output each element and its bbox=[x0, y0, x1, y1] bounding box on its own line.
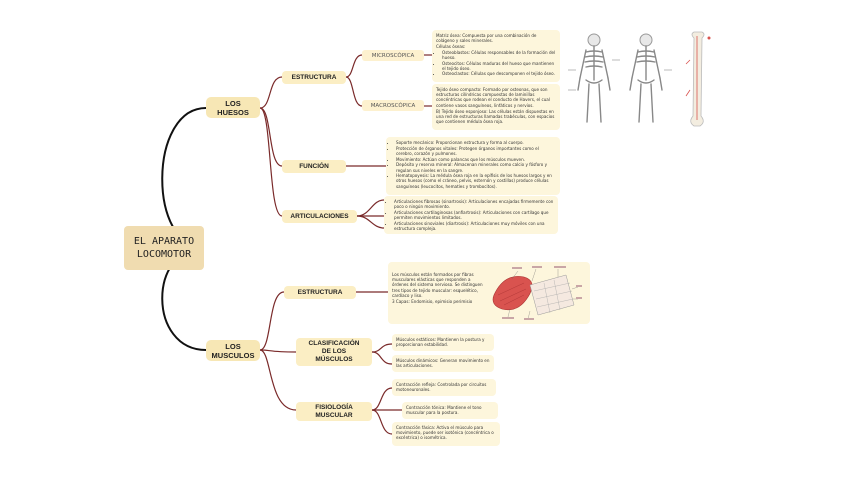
clasificacion-item: Músculos dinámicos: Generan movimiento e… bbox=[396, 358, 490, 369]
funcion-box: Soporte mecánico: Proporcionan estructur… bbox=[386, 137, 560, 195]
fisiologia-item: Contracción fásica: Activa el músculo pa… bbox=[396, 425, 494, 441]
clasificacion-item-box: Músculos dinámicos: Generan movimiento e… bbox=[392, 355, 494, 372]
musculos-estructura-box: Los músculos están formados por fibras m… bbox=[388, 262, 590, 324]
microscopica-cells-title: Células óseas: bbox=[436, 44, 466, 50]
microscopica-box: Matriz ósea: Compuesta por una combinaci… bbox=[432, 30, 560, 82]
node-huesos-articulaciones: ARTICULACIONES bbox=[282, 210, 357, 223]
node-huesos-estructura: ESTRUCTURA bbox=[282, 71, 346, 84]
node-huesos-funcion: FUNCIÓN bbox=[282, 160, 346, 173]
list-item: Articulaciones cartilaginosas (anfiartro… bbox=[394, 210, 554, 220]
list-item: Depósito y reserva mineral: Almacenan mi… bbox=[396, 162, 556, 172]
list-item: Soporte mecánico: Proporcionan estructur… bbox=[396, 140, 556, 145]
fisiologia-item-box: Contracción fásica: Activa el músculo pa… bbox=[392, 422, 500, 446]
list-item: Hematopoyesis: La médula ósea roja en la… bbox=[396, 173, 556, 189]
macroscopica-paragraph: B) Tejido óseo esponjoso: Las células es… bbox=[436, 108, 555, 125]
fisiologia-item-box: Contracción refleja: Controlada por circ… bbox=[392, 379, 496, 396]
node-fisiologia: FISIOLOGÍA MUSCULAR bbox=[296, 402, 372, 421]
root-node: EL APARATO LOCOMOTOR bbox=[124, 226, 204, 270]
list-item: Osteocitos: Células maduras del hueso qu… bbox=[442, 61, 556, 71]
clasificacion-item: Músculos estáticos: Mantienen la postura… bbox=[396, 337, 485, 348]
musculos-estructura-extra: 3 Capas: Endomisio, epimisio perimisio bbox=[392, 299, 473, 305]
node-microscopica: MICROSCÓPICA bbox=[362, 50, 424, 61]
node-huesos: LOS HUESOS bbox=[206, 97, 260, 118]
macroscopica-box: Tejido óseo compacto: Formado por osteon… bbox=[432, 84, 560, 130]
list-item: Movimiento: Actúan como palancas que los… bbox=[396, 157, 556, 162]
articulaciones-box: Articulaciones fibrosas (sinartrosis): A… bbox=[384, 196, 558, 234]
node-musculos: LOS MUSCULOS bbox=[206, 340, 260, 361]
list-item: Osteoclastos: Células que descomponen el… bbox=[442, 71, 556, 76]
muscle-illustration bbox=[492, 266, 582, 320]
node-clasificacion: CLASIFICACIÓN DE LOS MÚSCULOS bbox=[296, 338, 372, 366]
musculos-estructura-text: Los músculos están formados por fibras m… bbox=[392, 272, 483, 298]
list-item: Protección de órganos vitales: Protegen … bbox=[396, 146, 556, 156]
fisiologia-item: Contracción refleja: Controlada por circ… bbox=[396, 382, 487, 393]
skeleton-illustration bbox=[568, 31, 711, 127]
list-item: Articulaciones fibrosas (sinartrosis): A… bbox=[394, 199, 554, 209]
microscopica-intro: Matriz ósea: Compuesta por una combinaci… bbox=[436, 33, 537, 44]
list-item: Articulaciones sinoviales (diartrosis): … bbox=[394, 221, 554, 231]
node-musculos-estructura: ESTRUCTURA bbox=[284, 286, 356, 299]
list-item: Osteoblastos: Células responsables de la… bbox=[442, 50, 556, 60]
macroscopica-paragraph: Tejido óseo compacto: Formado por osteon… bbox=[436, 87, 550, 108]
fisiologia-item: Contracción tónica: Mantiene el tono mus… bbox=[406, 405, 482, 416]
node-macroscopica: MACROSCÓPICA bbox=[362, 100, 424, 111]
clasificacion-item-box: Músculos estáticos: Mantienen la postura… bbox=[392, 334, 494, 351]
fisiologia-item-box: Contracción tónica: Mantiene el tono mus… bbox=[402, 402, 498, 419]
